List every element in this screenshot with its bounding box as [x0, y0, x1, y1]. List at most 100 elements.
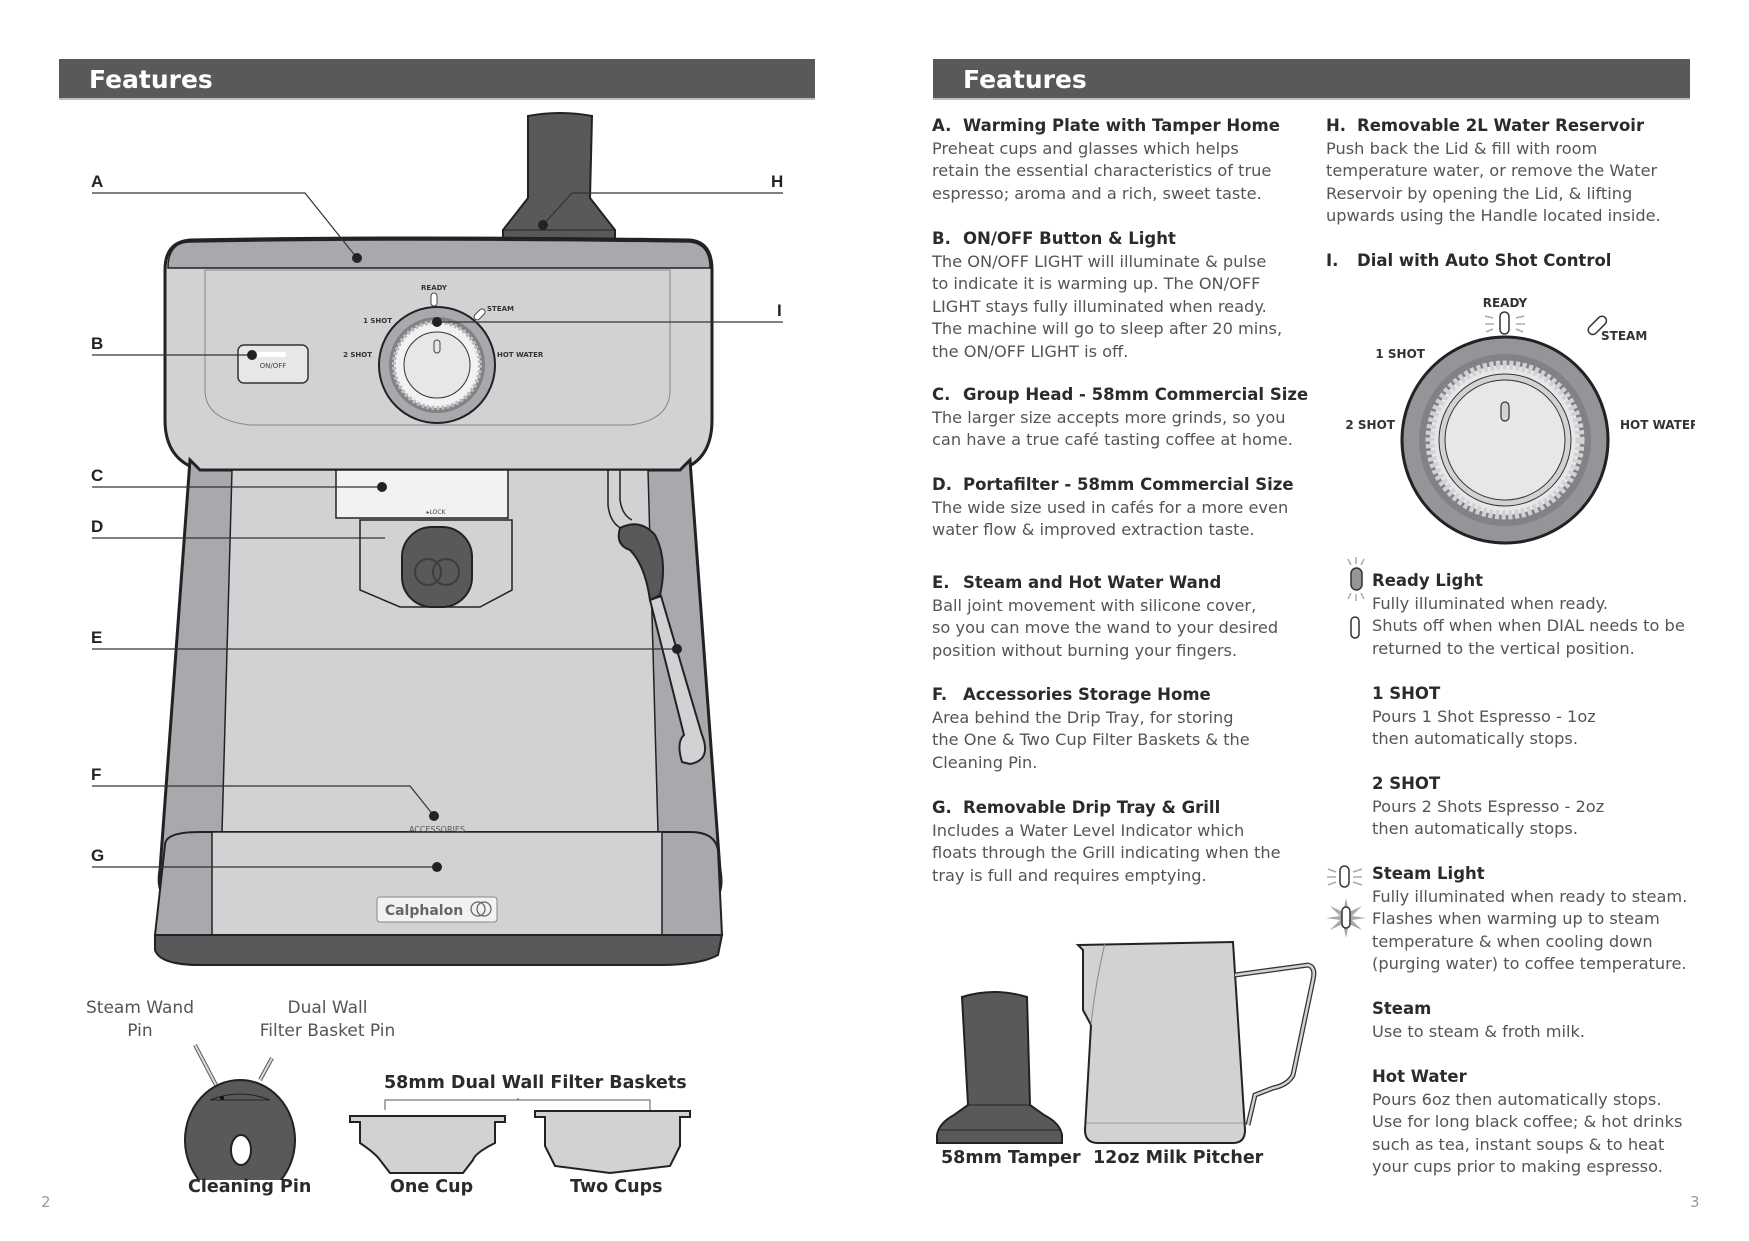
on-off-label: ON/OFF: [260, 362, 287, 370]
ready-light-on-icon: [1347, 557, 1365, 601]
dial-legend-title: 1 SHOT: [1372, 684, 1441, 703]
dial-1shot-label: 1 SHOT: [1375, 347, 1425, 361]
two-cups-caption: Two Cups: [570, 1177, 663, 1197]
dial-legend-title: Steam: [1372, 999, 1432, 1018]
dial-legend-line: such as tea, instant soups & to heat: [1372, 1134, 1665, 1154]
feature-title-text: Removable Drip Tray & Grill: [963, 798, 1221, 817]
feature-title: D.Portafilter - 58mm Commercial Size: [932, 474, 1312, 497]
dial-2shot-label: 2 SHOT: [1345, 418, 1395, 432]
dial-legend-line: (purging water) to coffee temperature.: [1372, 954, 1687, 973]
feature-title-text: Group Head - 58mm Commercial Size: [963, 385, 1309, 404]
machine-base: [154, 934, 724, 966]
feature-letter: E.: [932, 573, 950, 592]
dial-legend-line: then automatically stops.: [1372, 819, 1579, 838]
feature-letter: H.: [1326, 116, 1347, 135]
feature-desc-line: Cleaning Pin.: [932, 752, 1038, 772]
warming-plate: [167, 239, 711, 269]
feature-title: F.Accessories Storage Home: [932, 684, 1312, 707]
dial-legend-line: Pours 2 Shots Espresso - 2oz: [1372, 796, 1605, 816]
dial-legend-line: Fully illuminated when ready.: [1372, 593, 1609, 613]
feature-title: I. Dial with Auto Shot Control: [1326, 250, 1706, 273]
feature-desc-line: retain the essential characteristics of …: [932, 161, 1272, 180]
dial-legend-line: Fully illuminated when ready to steam.: [1372, 886, 1688, 906]
dial-legend-line: temperature & when cooling down: [1372, 931, 1653, 951]
feature-title-text: Dial with Auto Shot Control: [1357, 251, 1612, 270]
left-page-header: Features: [59, 59, 815, 100]
feature-letter: G.: [932, 798, 952, 817]
dial-ready-label: READY: [421, 284, 448, 292]
cleaning-pin-caption: Cleaning Pin: [188, 1177, 312, 1197]
feature-desc-line: position without burning your fingers.: [932, 640, 1238, 660]
espresso-machine-illustration: Calphalon ACCESSORIES ON/OFF READY STEAM…: [92, 112, 783, 966]
dial-hotwater-label: HOT WATER: [1620, 418, 1695, 432]
brand-badge: [376, 896, 498, 923]
dial-steam-light-icon: [1587, 315, 1608, 336]
dial-steam-label: STEAM: [1601, 329, 1647, 343]
right-page-header: Features: [933, 59, 1690, 100]
feature-letter: I.: [1326, 251, 1339, 270]
callout-i: I: [777, 301, 782, 320]
feature-letter: B.: [932, 229, 951, 248]
one-cup-basket: [349, 1115, 506, 1174]
feature-desc-line: floats through the Grill indicating when…: [932, 843, 1281, 862]
group-head: [335, 469, 509, 519]
ready-glow-icon: [1484, 315, 1525, 333]
dial-2shot-label: 2 SHOT: [343, 351, 372, 359]
steam-light-on-icon: [1327, 865, 1363, 888]
milk-pitcher-illustration: [1075, 940, 1317, 1144]
feature-title-text: Warming Plate with Tamper Home: [963, 116, 1280, 135]
feature-desc-line: temperature water, or remove the Water: [1326, 161, 1658, 180]
dial-legend-line: Shuts off when when DIAL needs to be: [1372, 616, 1685, 635]
dial-legend-title: Steam Light: [1372, 864, 1485, 883]
feature-desc-line: Includes a Water Level Indicator which: [932, 820, 1245, 840]
dial-diagram: READY STEAM 1 SHOT 2 SHOT HOT WATER: [1345, 296, 1695, 545]
steam-light-icon: [473, 308, 486, 321]
callout-c: C: [91, 466, 104, 485]
page-number-right: 3: [1690, 1193, 1700, 1211]
page-number-left: 2: [41, 1193, 51, 1211]
dial-legend-line: Pours 1 Shot Espresso - 1oz: [1372, 706, 1596, 726]
tamper-illustration: [936, 991, 1063, 1144]
feature-title-text: Portafilter - 58mm Commercial Size: [963, 475, 1294, 494]
callout-e: E: [91, 628, 103, 647]
feature-desc-line: Push back the Lid & fill with room: [1326, 138, 1598, 158]
feature-title: G. Removable Drip Tray & Grill: [932, 797, 1312, 820]
callout-g: G: [91, 846, 105, 865]
pitcher-caption: 12oz Milk Pitcher: [1093, 1148, 1264, 1168]
steam-light-flashing-icon: [1326, 898, 1366, 938]
callout-f: F: [91, 765, 102, 784]
callout-lines: [92, 192, 783, 868]
feature-desc-line: Reservoir by opening the Lid, & lifting: [1326, 183, 1633, 203]
feature-desc-line: The machine will go to sleep after 20 mi…: [932, 319, 1283, 338]
feature-title-text: ON/OFF Button & Light: [963, 229, 1176, 248]
feature-desc-line: so you can move the wand to your desired: [932, 618, 1279, 637]
one-cup-caption: One Cup: [390, 1177, 474, 1197]
dial-legend-line: Flashes when warming up to steam: [1372, 909, 1660, 928]
feature-letter: C.: [932, 385, 951, 404]
feature-title-text: Accessories Storage Home: [963, 685, 1211, 704]
dial-legend-line: returned to the vertical position.: [1372, 638, 1635, 658]
feature-desc-line: Ball joint movement with silicone cover,: [932, 595, 1257, 615]
feature-desc-line: the One & Two Cup Filter Baskets & the: [932, 730, 1250, 749]
lock-label: ▸LOCK: [427, 509, 447, 516]
dial-legend-title: Ready Light: [1372, 571, 1483, 590]
brand-name: Calphalon: [385, 903, 463, 919]
feature-desc-line: the ON/OFF LIGHT is off.: [932, 341, 1129, 361]
feature-desc-line: to indicate it is warming up. The ON/OFF: [932, 274, 1261, 293]
dial-legend-line: then automatically stops.: [1372, 729, 1579, 748]
brand-logo-icon: [470, 901, 492, 917]
dial-legend-title: Hot Water: [1372, 1067, 1467, 1086]
feature-title-text: Steam and Hot Water Wand: [963, 573, 1222, 592]
dual-wall-pin-label: Dual Wall Filter Basket Pin: [259, 998, 396, 1041]
feature-item: I. Dial with Auto Shot Control: [1326, 250, 1706, 273]
